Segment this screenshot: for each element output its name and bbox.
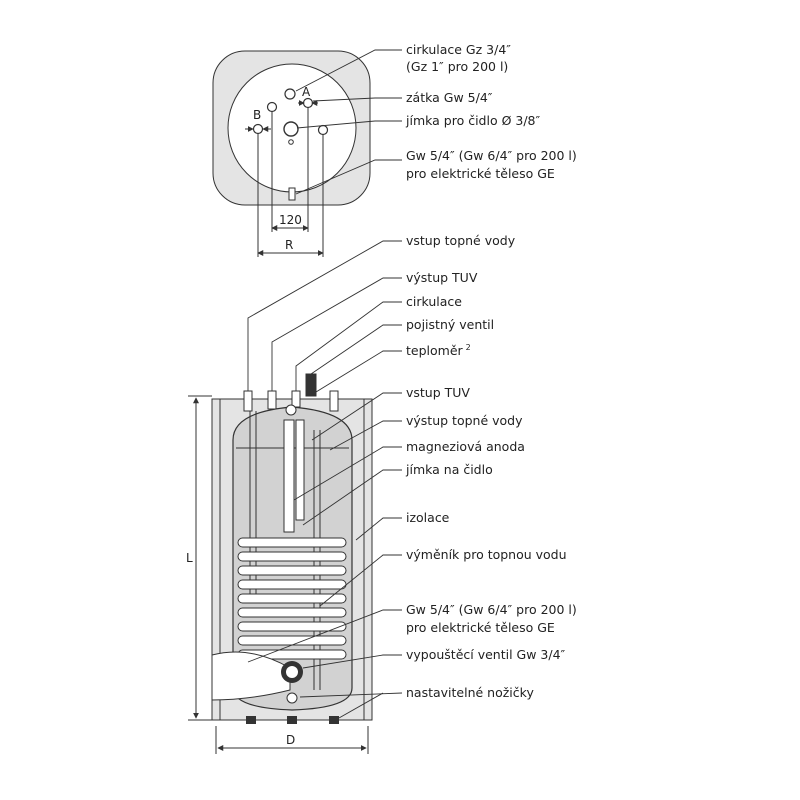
label-teplomer-text: teploměr: [406, 343, 464, 358]
side-leaders: [247, 240, 403, 719]
dimension-d: D: [286, 733, 295, 747]
port-plug: [283, 121, 299, 137]
top-view: A B 120 R: [212, 50, 371, 257]
foot-left: [246, 716, 256, 724]
label-vypousteci: vypouštěcí ventil Gw 3/4″: [406, 647, 566, 662]
pipe-safety-valve: [305, 373, 317, 397]
label-nozicky: nastavitelné nožičky: [406, 685, 534, 700]
dimension-r: R: [285, 238, 293, 252]
label-zatka: zátka Gw 5/4″: [406, 90, 493, 105]
label-vystup-topne: výstup topné vody: [406, 413, 523, 428]
label-pojistny: pojistný ventil: [406, 317, 494, 332]
pipe-circulation: [291, 390, 301, 408]
label-anoda: magneziová anoda: [406, 439, 525, 454]
dimension-120: 120: [279, 213, 302, 227]
label-jimka-cidlo: jímka na čidlo: [405, 462, 493, 477]
label-gw-bottom-1: Gw 5/4″ (Gw 6/4″ pro 200 l): [406, 602, 577, 617]
label-cirkulace: cirkulace: [406, 294, 462, 309]
thermometer-port: [285, 404, 297, 416]
pipe-tuv-out: [267, 390, 277, 410]
sensor-well: [295, 419, 305, 521]
port-sensor-well: [288, 139, 294, 145]
top-leaders: [295, 49, 402, 195]
label-vymenik: výměník pro topnou vodu: [406, 547, 567, 562]
port-right: [317, 124, 329, 136]
port-heating-element: [288, 187, 296, 201]
label-jimka-top: jímka pro čidlo Ø 3/8″: [405, 113, 540, 128]
port-a-label: A: [302, 85, 311, 99]
drain-valve: [286, 692, 298, 704]
label-cirkulace-top-2: (Gz 1″ pro 200 l): [406, 59, 508, 74]
label-vystup-tuv: výstup TUV: [406, 270, 478, 285]
heating-element-port-inner: [286, 666, 298, 678]
port-a: [302, 97, 314, 109]
label-vstup-topne: vstup topné vody: [406, 233, 516, 248]
label-cirkulace-top-1: cirkulace Gz 3/4″: [406, 42, 511, 57]
dimension-l: L: [186, 551, 193, 565]
port-circulation: [284, 88, 296, 100]
pipe-heating-in: [243, 390, 253, 412]
pipe-right: [329, 390, 339, 412]
label-gw-top-2: pro elektrické těleso GE: [406, 166, 555, 181]
port-b-label: B: [253, 108, 261, 122]
callout-labels: cirkulace Gz 3/4″ (Gz 1″ pro 200 l) zátk…: [405, 42, 577, 700]
port-b: [252, 123, 264, 135]
label-teplomer-sup: 2: [466, 343, 471, 352]
label-gw-bottom-2: pro elektrické těleso GE: [406, 620, 555, 635]
heat-exchanger-coil: [237, 537, 347, 660]
port-left-upper: [266, 101, 278, 113]
anode: [283, 419, 295, 533]
side-view: L D: [186, 373, 373, 754]
label-izolace: izolace: [406, 510, 450, 525]
foot-middle: [287, 716, 297, 724]
label-gw-top-1: Gw 5/4″ (Gw 6/4″ pro 200 l): [406, 148, 577, 163]
label-vstup-tuv: vstup TUV: [406, 385, 470, 400]
foot-right: [329, 716, 339, 724]
